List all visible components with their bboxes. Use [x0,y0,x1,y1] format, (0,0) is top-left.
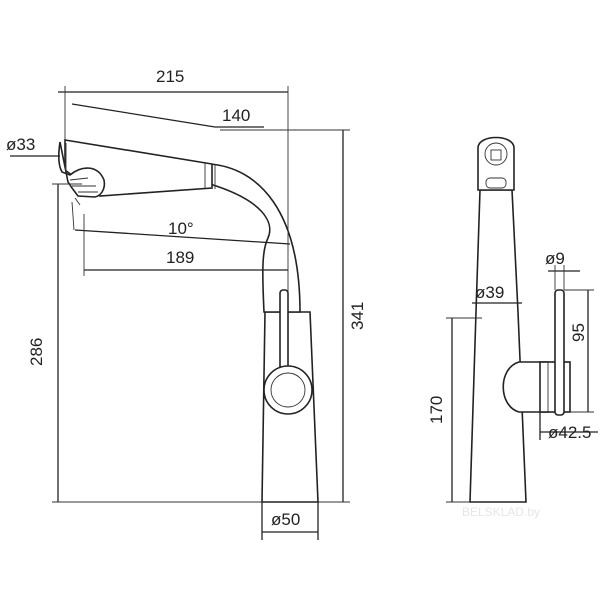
front-lever [554,289,565,416]
dim-341: 341 [348,302,367,330]
side-neck [209,163,301,313]
side-dimensions [10,86,350,540]
front-spray-head [477,136,515,191]
front-handle [502,361,549,413]
front-body [469,189,527,503]
front-button [484,142,508,166]
dim-95: 95 [569,323,588,342]
dim-215: 215 [156,67,184,86]
dim-o42-5: ø42.5 [548,423,591,442]
dim-10deg: 10° [168,219,194,238]
side-spray-head [57,141,106,198]
watermark: BELSKLAD.by [462,505,540,519]
front-view [469,136,571,503]
dim-286: 286 [27,338,46,366]
side-lever [279,289,289,371]
dim-o9: ø9 [545,249,565,268]
dim-170: 170 [427,396,446,424]
dim-o50: ø50 [271,510,300,529]
dim-140: 140 [222,106,250,125]
dim-189: 189 [166,248,194,267]
front-dimensions [446,265,598,503]
dim-o39: ø39 [475,283,504,302]
side-view [57,139,319,503]
dim-o33: ø33 [6,135,35,154]
